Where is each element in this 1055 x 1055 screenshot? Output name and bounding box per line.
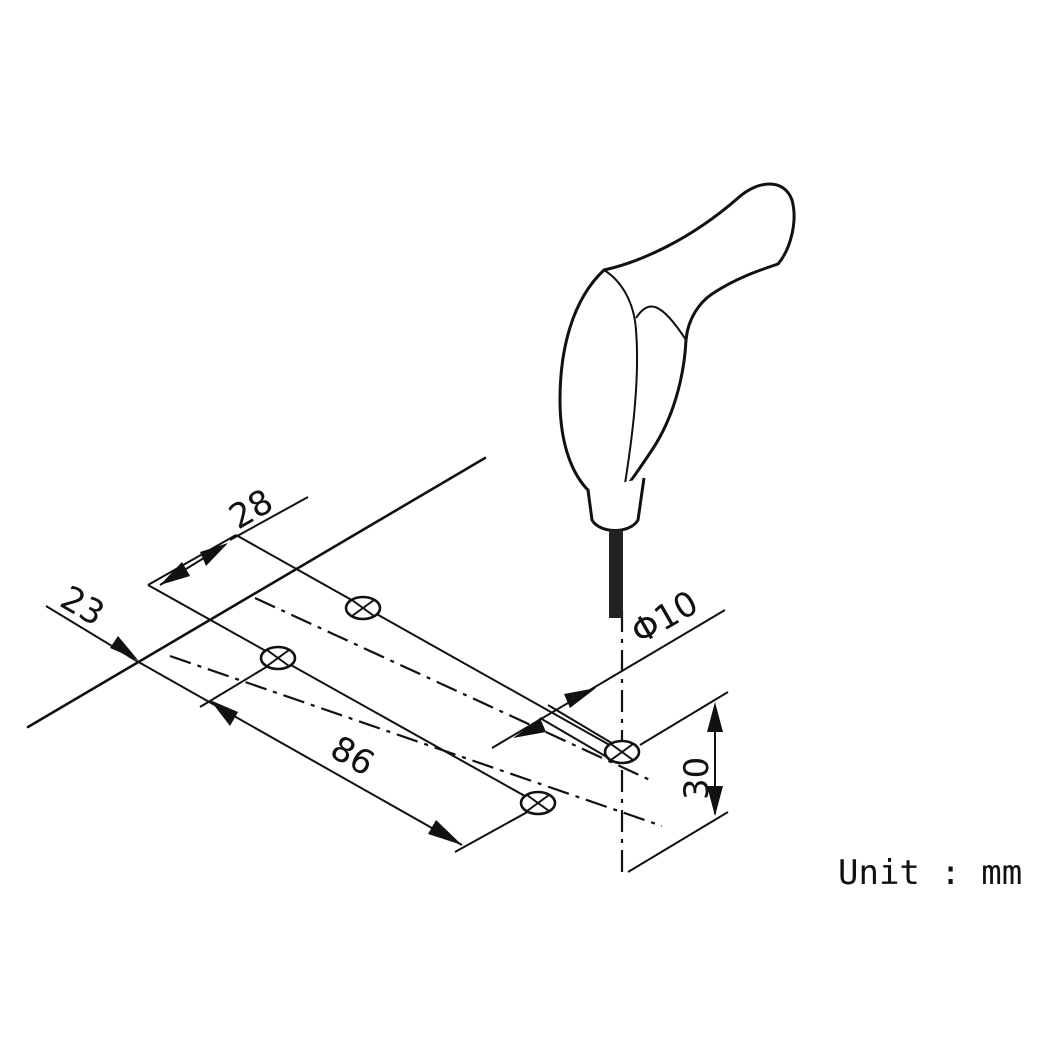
row-line-middle <box>147 584 533 801</box>
ext-line-28-top <box>229 496 309 541</box>
arrow-86-start <box>210 700 238 726</box>
plate-edge-line <box>26 456 487 729</box>
unit-label: Unit : mm <box>838 853 1022 893</box>
centerline-top <box>254 597 651 781</box>
dim-label-86: 86 <box>324 728 381 784</box>
arrow-86-end <box>428 820 462 845</box>
diameter-ext-2 <box>539 717 613 761</box>
ext-line-86-left <box>199 659 279 708</box>
arrow-diameter-b <box>564 688 596 708</box>
arrow-23 <box>110 636 138 660</box>
centerline-bottom <box>169 654 663 828</box>
hole-marker-icon <box>603 739 641 765</box>
dim-line-86 <box>134 659 463 846</box>
arrow-diameter-a <box>513 718 546 738</box>
ext-line-86-right <box>454 804 541 853</box>
depth-ext-bottom <box>627 811 729 873</box>
arrow-depth-bottom <box>707 786 723 816</box>
diameter-leader <box>491 609 726 749</box>
dim-label-28: 28 <box>223 482 280 538</box>
hole-marker-icon <box>259 645 297 671</box>
dim-label-diameter: Φ10 <box>625 583 706 653</box>
arrow-depth-top <box>707 702 723 732</box>
dim-label-depth: 30 <box>677 757 717 800</box>
dim-label-23: 23 <box>54 578 111 634</box>
drill-bit <box>609 530 623 618</box>
drill-handle-icon <box>558 182 796 618</box>
depth-ext-top <box>639 691 729 746</box>
arrow-28-a <box>160 562 190 585</box>
hole-marker-icon <box>344 595 382 621</box>
row-line-top <box>235 534 623 753</box>
diameter-ext-1 <box>547 704 621 749</box>
ext-line-28-bottom <box>147 534 237 586</box>
arrow-28-b <box>200 543 228 566</box>
hole-marker-icon <box>519 790 557 816</box>
